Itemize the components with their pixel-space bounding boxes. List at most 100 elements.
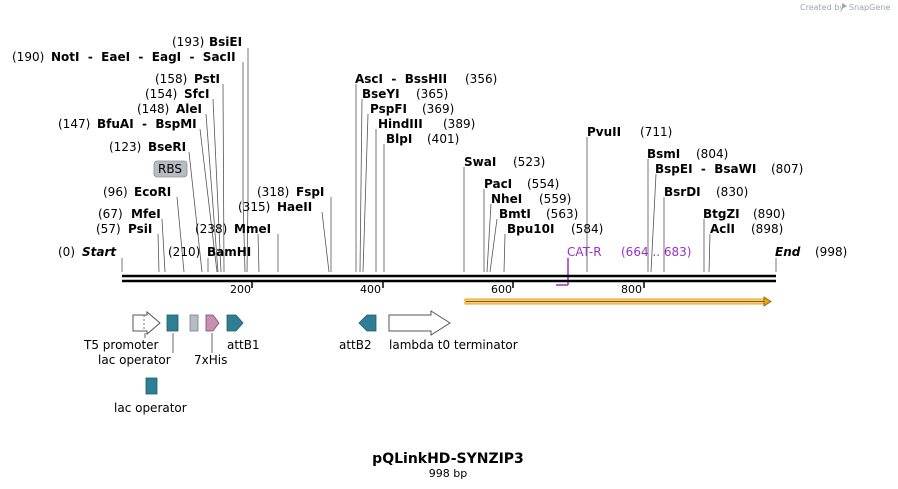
feature-lac-operator-2[interactable]: lac operator (114, 377, 187, 415)
enzyme-pos-haeii: (315) (238, 200, 270, 214)
enzyme-name-swai[interactable]: SwaI (464, 155, 496, 169)
enzyme-leader-lines (121, 48, 777, 273)
enzyme-pos-bamhi: (210) (168, 245, 200, 259)
enzyme-name-acli[interactable]: AclI (710, 222, 735, 236)
enzyme-pos-hindiii: (389) (443, 117, 475, 131)
enzyme-pos-fspi: (318) (257, 185, 289, 199)
enzyme-pos-noti: (190) (12, 50, 44, 64)
enzyme-pos-btgzi: (890) (753, 207, 785, 221)
enzyme-name-bsrdi[interactable]: BsrDI (664, 185, 701, 199)
enzyme-name-sfci[interactable]: SfcI (184, 87, 209, 101)
enzyme-name-bseri[interactable]: BseRI (148, 140, 186, 154)
enzyme-name-bsmi[interactable]: BsmI (647, 147, 680, 161)
feature-attb1[interactable]: attB1 (226, 314, 260, 352)
enzyme-pos-nhei: (559) (539, 192, 571, 206)
enzyme-name-psti[interactable]: PstI (194, 72, 220, 86)
feature-lac-operator-1[interactable]: lac operator (98, 314, 179, 367)
ruler-tick-400: 400 (360, 283, 381, 296)
tag-arrow-icon (205, 314, 220, 332)
feature-label-lac-operator-1: lac operator (98, 353, 171, 367)
ruler-tick-800: 800 (621, 283, 642, 296)
rbs-feature[interactable]: RBS (153, 160, 188, 178)
enzyme-pos-asci: (356) (465, 72, 497, 86)
enzyme-pos-pspfi: (369) (422, 102, 454, 116)
recombination-site-icon (226, 314, 244, 332)
enzyme-pos-bfuai: (147) (58, 117, 90, 131)
enzyme-pos-ecori: (96) (103, 185, 128, 199)
start-label: Start (82, 245, 117, 259)
enzyme-name-pspfi[interactable]: PspFI (370, 102, 407, 116)
enzyme-name-psii[interactable]: PsiI (128, 222, 152, 236)
end-pos: (998) (815, 245, 847, 259)
enzyme-labels-mid: (318) FspI (315) HaeII (238) MmeI (210) … (168, 185, 324, 259)
enzyme-pos-alei: (148) (137, 102, 169, 116)
enzyme-name-bpu10i[interactable]: Bpu10I (507, 222, 554, 236)
enzyme-pos-bseri: (123) (109, 140, 141, 154)
enzyme-pos-bseyi: (365) (416, 87, 448, 101)
operator-box-icon (145, 377, 158, 395)
enzyme-pos-bsrdi: (830) (716, 185, 748, 199)
primer-name[interactable]: CAT-R (567, 245, 602, 259)
enzyme-name-haeii[interactable]: HaeII (277, 200, 312, 214)
operator-box-icon (166, 314, 179, 332)
enzyme-name-paci[interactable]: PacI (484, 177, 512, 191)
credit-brand: SnapGene (849, 3, 890, 12)
enzyme-name-ecori[interactable]: EcoRI (134, 185, 171, 199)
enzyme-name-nhei[interactable]: NheI (491, 192, 522, 206)
enzyme-name-noti[interactable]: NotI - EaeI - EagI - SacII (51, 50, 236, 64)
enzyme-name-bseyi[interactable]: BseYI (362, 87, 400, 101)
rbs-box-icon[interactable] (189, 314, 199, 332)
enzyme-name-asci[interactable]: AscI - BssHII (355, 72, 447, 86)
enzyme-pos-bmti: (563) (546, 207, 578, 221)
enzyme-pos-paci: (554) (527, 177, 559, 191)
end-label: End (775, 245, 801, 259)
rbs-label: RBS (158, 162, 182, 176)
enzyme-name-bsiei[interactable]: BsiEI (209, 35, 242, 49)
snapgene-logo-icon (842, 3, 847, 9)
enzyme-name-blpi[interactable]: BlpI (386, 132, 412, 146)
enzyme-labels-right: AscI - BssHII (356) BseYI (365) PspFI (3… (355, 72, 803, 236)
sequence-backbone (122, 274, 776, 283)
enzyme-name-mfei[interactable]: MfeI (131, 207, 161, 221)
feature-connectors (144, 333, 213, 353)
enzyme-pos-bspei: (807) (771, 162, 803, 176)
enzyme-name-btgzi[interactable]: BtgZI (703, 207, 740, 221)
enzyme-pos-bsmi: (804) (696, 147, 728, 161)
feature-label-attb2: attB2 (339, 338, 372, 352)
feature-t5-promoter[interactable]: T5 promoter (83, 310, 161, 352)
terminator-arrow-icon (388, 310, 451, 336)
enzyme-name-pvuii[interactable]: PvuII (587, 125, 621, 139)
credit-created-by: Created by (800, 3, 844, 12)
promoter-arrow-icon (132, 310, 161, 336)
enzyme-pos-mfei: (67) (98, 207, 123, 221)
orf-arrow-icon[interactable] (464, 296, 772, 307)
feature-label-attb1: attB1 (227, 338, 260, 352)
enzyme-name-bmti[interactable]: BmtI (499, 207, 531, 221)
feature-label-lambda-t0-terminator: lambda t0 terminator (389, 338, 518, 352)
enzyme-pos-blpi: (401) (427, 132, 459, 146)
feature-7xhis[interactable]: 7xHis (194, 314, 227, 367)
ruler-tick-600: 600 (491, 283, 512, 296)
feature-lambda-t0-terminator[interactable]: lambda t0 terminator (388, 310, 518, 352)
enzyme-name-hindiii[interactable]: HindIII (378, 117, 423, 131)
feature-label-t5-promoter: T5 promoter (83, 338, 159, 352)
enzyme-labels-left: (193) BsiEI (190) NotI - EaeI - EagI - S… (12, 35, 242, 236)
enzyme-pos-psti: (158) (155, 72, 187, 86)
feature-label-7xhis: 7xHis (194, 353, 227, 367)
feature-label-lac-operator-2: lac operator (114, 401, 187, 415)
enzyme-pos-psii: (57) (96, 222, 121, 236)
enzyme-pos-bsiei: (193) (172, 35, 204, 49)
enzyme-name-bspei[interactable]: BspEI - BsaWI (655, 162, 756, 176)
ruler-ticks (251, 281, 645, 288)
enzyme-name-mmei[interactable]: MmeI (234, 222, 271, 236)
enzyme-name-bamhi[interactable]: BamHI (207, 245, 251, 259)
enzyme-pos-sfci: (154) (145, 87, 177, 101)
feature-attb2[interactable]: attB2 (339, 314, 377, 352)
enzyme-pos-pvuii: (711) (640, 125, 672, 139)
enzyme-pos-swai: (523) (513, 155, 545, 169)
enzyme-name-bfuai[interactable]: BfuAI - BspMI (97, 117, 197, 131)
enzyme-name-fspi[interactable]: FspI (296, 185, 324, 199)
enzyme-pos-bpu10i: (584) (571, 222, 603, 236)
enzyme-name-alei[interactable]: AleI (176, 102, 202, 116)
